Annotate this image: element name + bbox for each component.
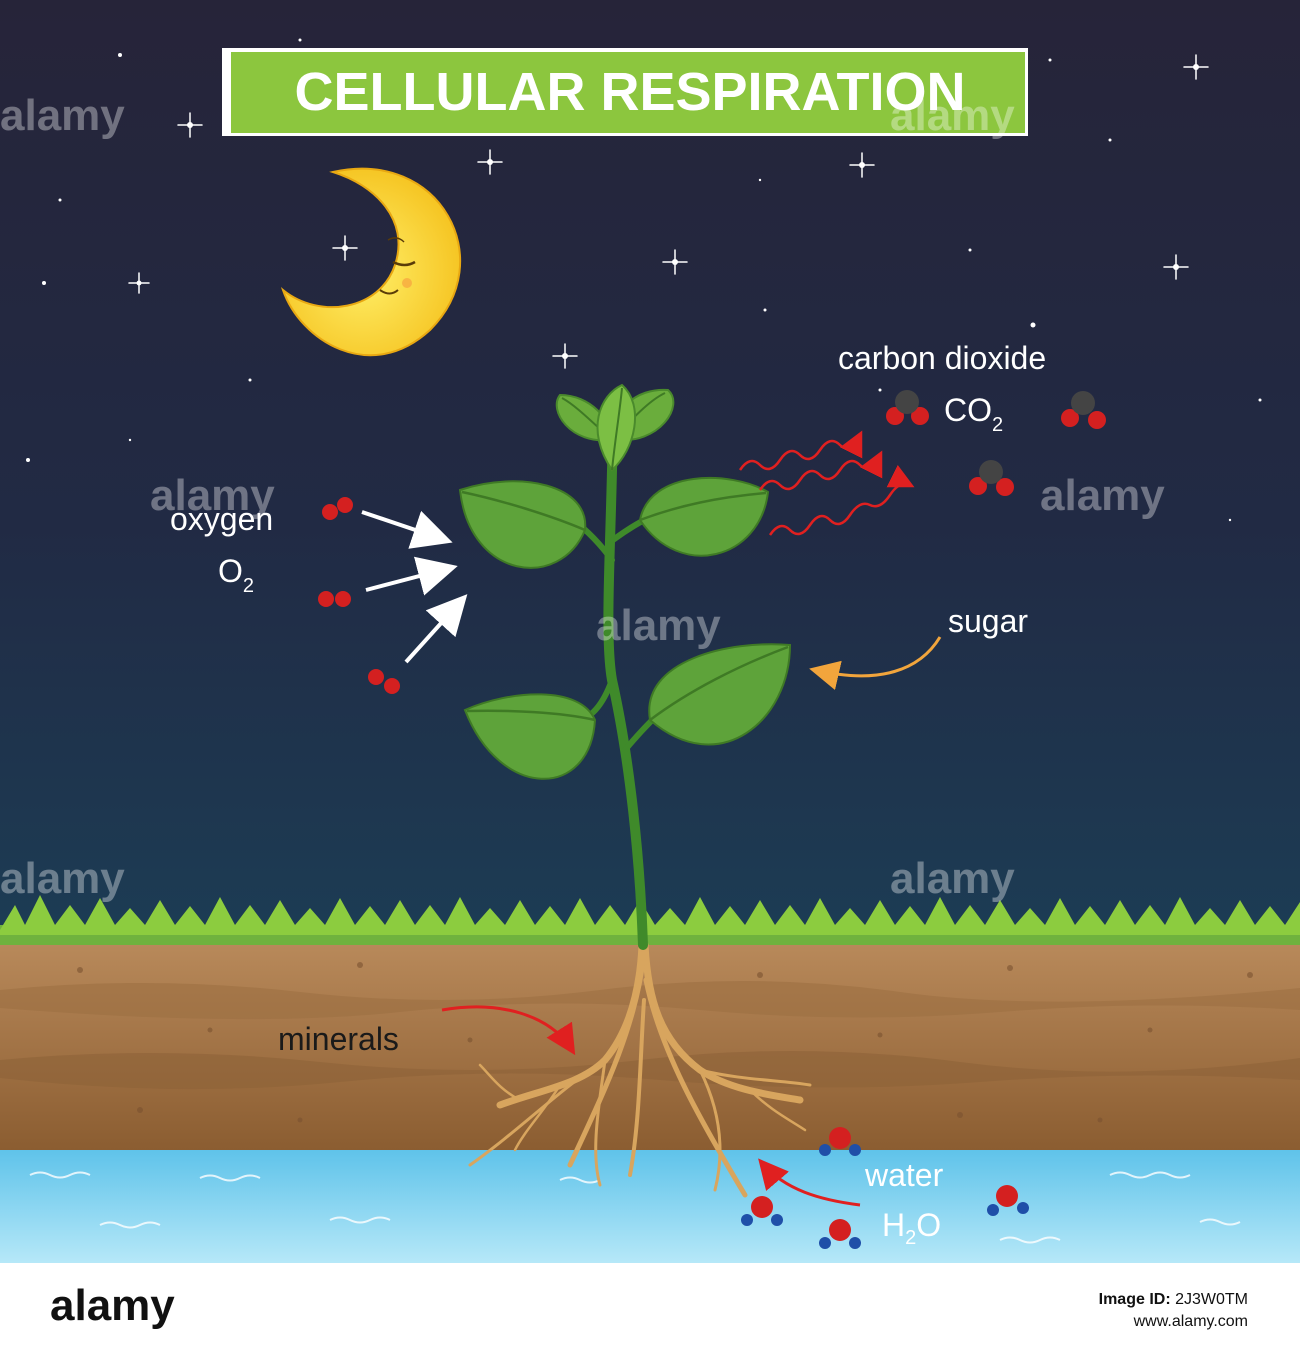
arrow-icon	[404, 594, 468, 664]
leaf-upper-left	[458, 480, 587, 569]
oxygen-molecule	[318, 591, 351, 607]
footer-brand: alamy	[50, 1281, 175, 1330]
watermark-overlay: alamy alamy alamy alamy alamy alamy alam…	[0, 91, 1165, 903]
oxygen-molecule	[322, 497, 353, 520]
oxygen-label: oxygen	[170, 501, 273, 537]
sugar-arrow-icon	[809, 636, 942, 691]
arrow-icon	[361, 510, 453, 549]
svg-text:alamy: alamy	[1040, 471, 1165, 520]
svg-text:alamy: alamy	[0, 91, 125, 140]
footer-site: www.alamy.com	[1133, 1313, 1248, 1330]
svg-text:alamy: alamy	[150, 471, 275, 520]
svg-text:alamy: alamy	[596, 601, 721, 650]
co2-arrows	[738, 430, 915, 536]
leaf-top-center	[596, 383, 636, 472]
wavy-arrow-icon	[758, 450, 883, 491]
water-arrow-icon	[758, 1158, 861, 1207]
leaf-upper-right	[638, 477, 770, 557]
footer-bar	[0, 1263, 1300, 1354]
minerals-arrow-icon	[441, 1005, 576, 1056]
wavy-arrow-icon	[738, 430, 863, 471]
water-label: water	[864, 1157, 944, 1193]
carbon-dioxide-label: carbon dioxide	[838, 340, 1046, 376]
water-molecule	[741, 1196, 783, 1226]
wavy-arrow-icon	[768, 464, 915, 536]
water-molecule	[987, 1185, 1029, 1216]
co2-molecule	[969, 460, 1014, 496]
oxygen-molecule	[368, 669, 400, 694]
plant-roots	[468, 941, 812, 1198]
night-sky	[0, 0, 1300, 950]
svg-text:alamy: alamy	[890, 91, 1015, 140]
minerals-label: minerals	[278, 1021, 399, 1057]
moon-icon	[280, 167, 462, 357]
co2-formula: CO2	[944, 392, 1003, 436]
plant-leaves	[458, 383, 792, 780]
footer-image-id: Image ID: 2J3W0TM	[1099, 1291, 1248, 1308]
water-molecule	[819, 1127, 861, 1156]
oxygen-formula: O2	[218, 553, 254, 597]
co2-molecule	[1061, 391, 1106, 429]
svg-text:alamy: alamy	[890, 854, 1015, 903]
svg-text:alamy: alamy	[0, 854, 125, 903]
water-molecule	[819, 1219, 861, 1249]
star-sparkles	[128, 54, 1209, 369]
page-title: CELLULAR RESPIRATION	[295, 62, 966, 122]
leaf-lower-left	[463, 693, 597, 780]
co2-molecule	[886, 390, 929, 425]
oxygen-arrows	[361, 510, 468, 664]
sugar-label: sugar	[948, 603, 1028, 639]
groundwater	[0, 1150, 1300, 1263]
arrow-icon	[365, 556, 458, 596]
leaf-lower-right	[648, 643, 792, 746]
water-formula: H2O	[882, 1207, 941, 1249]
title-banner: CELLULAR RESPIRATION	[222, 48, 1028, 136]
